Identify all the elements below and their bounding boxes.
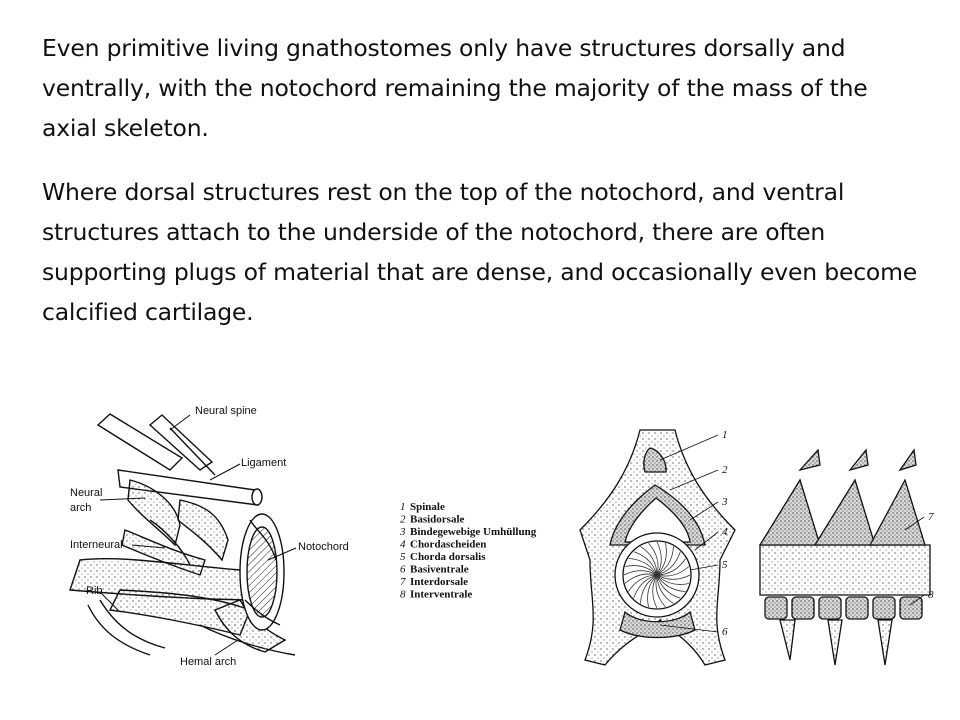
callout-leader-line (669, 469, 719, 491)
chorda-ray (656, 566, 690, 577)
legend-number: 2 (400, 514, 406, 526)
chorda-ray (648, 542, 659, 576)
chorda-ray (647, 574, 658, 607)
legend-text: Spinale (410, 501, 445, 513)
legend-number: 3 (399, 526, 406, 538)
legend-number: 7 (400, 576, 406, 588)
label-ligament: Ligament (241, 457, 286, 469)
label-neural-arch-1: Neural (70, 487, 102, 499)
chorda-ray (628, 558, 658, 576)
chorda-ray (652, 574, 658, 609)
label-interneural: Interneural (70, 539, 123, 551)
chorda-ray (623, 570, 658, 576)
label-hemal-arch: Hemal arch (180, 656, 236, 668)
chorda-ray (656, 574, 681, 599)
legend-number: 4 (400, 539, 406, 551)
callout-number: 2 (722, 464, 728, 476)
chorda-ray (656, 541, 662, 576)
legend-text: Basiventrale (410, 564, 469, 576)
slide-text: Even primitive living gnathostomes only … (42, 28, 922, 332)
callout-leader-line (659, 434, 719, 461)
paragraph-2: Where dorsal structures rest on the top … (42, 178, 918, 326)
legend-number: 6 (400, 564, 406, 576)
chorda-ray (656, 543, 667, 576)
callout-leader-line (659, 624, 719, 633)
chorda-ray (640, 546, 658, 576)
legend-text: Interventrale (410, 589, 472, 601)
cross-section-callouts: 1 2 3 4 5 6 7 8 (659, 429, 934, 638)
chorda-ray (625, 565, 658, 576)
legend-number: 5 (400, 551, 406, 563)
left-vertebra-illustration (69, 413, 296, 656)
legend-text: Interdorsale (410, 576, 468, 588)
paragraph-1: Even primitive living gnathostomes only … (42, 34, 868, 142)
callout-leader-line (904, 516, 925, 531)
chorda-ray (656, 574, 686, 592)
legend-text: Chorda dorsalis (410, 551, 486, 563)
legend-number: 8 (400, 589, 406, 601)
label-notochord: Notochord (298, 541, 349, 553)
callout-number: 8 (928, 589, 934, 601)
legend-text: Chordascheiden (410, 539, 486, 551)
callout-number: 3 (721, 496, 728, 508)
legend-text: Basidorsale (410, 514, 465, 526)
callout-number: 1 (722, 429, 728, 441)
chorda-ray (628, 574, 658, 592)
label-neural-spine: Neural spine (195, 405, 257, 417)
chorda-ray (656, 574, 689, 585)
chorda-ray (633, 551, 658, 576)
cross-section-illustration (579, 429, 736, 666)
callout-number: 6 (722, 626, 728, 638)
callout-leader-line (909, 594, 925, 606)
side-view-illustration (758, 448, 931, 666)
label-rib: Rib (86, 585, 103, 597)
left-figure-labels: Neural spine Ligament Neural arch Intern… (70, 405, 349, 668)
chorda-ray (633, 574, 658, 599)
callout-leader-line (689, 501, 719, 521)
callout-leader-line (694, 531, 719, 551)
chorda-ray (640, 574, 658, 604)
legend: 1 Spinale 2 Basidorsale 3 Bindegewebige Umhül… (399, 501, 537, 601)
chorda-ray (655, 574, 666, 608)
chorda-ray (656, 574, 691, 580)
chorda-ray (624, 573, 658, 584)
legend-text: Bindegewebige Umhüllung (410, 526, 537, 538)
callout-leader-line (689, 564, 719, 571)
legend-number: 1 (400, 501, 406, 513)
chorda-ray (656, 546, 674, 576)
label-neural-arch-2: arch (70, 502, 91, 514)
chorda-ray (656, 574, 674, 604)
callout-number: 5 (722, 559, 728, 571)
callout-number: 4 (722, 526, 728, 538)
callout-number: 7 (928, 511, 934, 523)
chorda-rays (623, 541, 691, 609)
chorda-ray (656, 551, 681, 576)
chorda-ray (656, 558, 686, 576)
